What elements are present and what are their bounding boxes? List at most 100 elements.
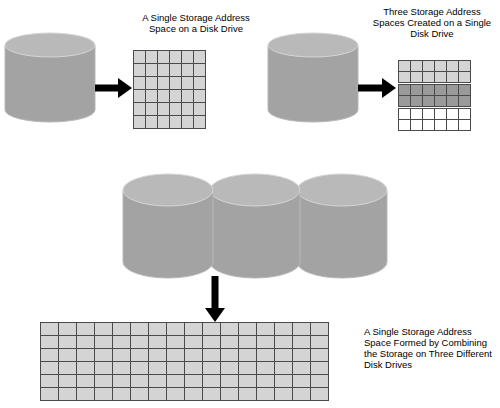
address-block <box>185 349 203 362</box>
address-block <box>59 388 77 401</box>
address-block <box>59 375 77 388</box>
address-block <box>447 85 459 96</box>
address-block <box>411 61 423 72</box>
arrow-shaft <box>358 85 384 92</box>
address-block <box>399 120 411 131</box>
address-block <box>95 349 113 362</box>
address-block <box>95 323 113 336</box>
address-block <box>131 323 149 336</box>
address-block <box>185 323 203 336</box>
address-block <box>41 388 59 401</box>
address-block <box>239 336 257 349</box>
address-block <box>459 72 471 83</box>
address-block <box>113 362 131 375</box>
address-block <box>423 72 435 83</box>
address-block <box>411 109 423 120</box>
address-block <box>399 96 411 107</box>
address-block <box>311 336 329 349</box>
arrow <box>95 78 132 98</box>
address-block <box>293 336 311 349</box>
address-block <box>239 349 257 362</box>
address-block <box>149 336 167 349</box>
address-block <box>182 116 194 129</box>
address-block <box>41 362 59 375</box>
address-block <box>170 103 182 116</box>
address-block <box>41 336 59 349</box>
address-block <box>182 90 194 103</box>
address-block <box>149 388 167 401</box>
address-block <box>459 109 471 120</box>
address-block <box>158 77 170 90</box>
address-block <box>185 375 203 388</box>
address-block <box>275 388 293 401</box>
address-block <box>167 336 185 349</box>
address-block <box>293 388 311 401</box>
disk-top <box>210 174 300 206</box>
address-block <box>134 116 146 129</box>
address-block <box>275 323 293 336</box>
address-block <box>170 77 182 90</box>
address-block <box>203 336 221 349</box>
address-block <box>77 375 95 388</box>
address-block <box>113 388 131 401</box>
address-block <box>447 109 459 120</box>
address-block <box>435 109 447 120</box>
disk-drive <box>123 174 213 278</box>
address-block <box>275 349 293 362</box>
address-block <box>95 388 113 401</box>
address-space-grid <box>399 109 471 131</box>
address-block <box>239 388 257 401</box>
address-block <box>257 336 275 349</box>
address-block <box>146 103 158 116</box>
address-block <box>194 90 206 103</box>
address-block <box>293 349 311 362</box>
address-block <box>146 116 158 129</box>
address-space-grid <box>399 61 471 83</box>
address-block <box>257 375 275 388</box>
address-block <box>113 349 131 362</box>
address-block <box>41 375 59 388</box>
address-block <box>113 375 131 388</box>
address-block <box>59 349 77 362</box>
address-block <box>411 85 423 96</box>
address-block <box>459 96 471 107</box>
address-block <box>257 388 275 401</box>
arrow-shaft <box>212 276 219 310</box>
caption-label: Three Storage Address Spaces Created on … <box>372 6 492 39</box>
address-block <box>239 362 257 375</box>
address-block <box>95 362 113 375</box>
address-block <box>293 323 311 336</box>
disk-top <box>123 174 213 206</box>
address-block <box>257 323 275 336</box>
address-space-grid <box>41 323 329 401</box>
address-block <box>134 64 146 77</box>
address-block <box>95 336 113 349</box>
address-block <box>435 61 447 72</box>
address-block <box>447 72 459 83</box>
address-block <box>134 90 146 103</box>
address-block <box>59 362 77 375</box>
address-block <box>221 336 239 349</box>
disk-top <box>297 174 387 206</box>
address-block <box>146 64 158 77</box>
address-block <box>167 349 185 362</box>
address-block <box>203 362 221 375</box>
address-block <box>149 349 167 362</box>
address-block <box>134 103 146 116</box>
address-block <box>423 109 435 120</box>
address-block <box>77 362 95 375</box>
address-block <box>311 362 329 375</box>
address-block <box>167 362 185 375</box>
address-block <box>221 388 239 401</box>
address-block <box>221 323 239 336</box>
address-block <box>113 336 131 349</box>
address-block <box>131 375 149 388</box>
disk-drive <box>5 33 95 122</box>
disk-top <box>5 33 95 57</box>
address-block <box>146 90 158 103</box>
address-block <box>182 77 194 90</box>
address-block <box>131 336 149 349</box>
address-block <box>399 85 411 96</box>
address-block <box>41 349 59 362</box>
address-block <box>239 375 257 388</box>
